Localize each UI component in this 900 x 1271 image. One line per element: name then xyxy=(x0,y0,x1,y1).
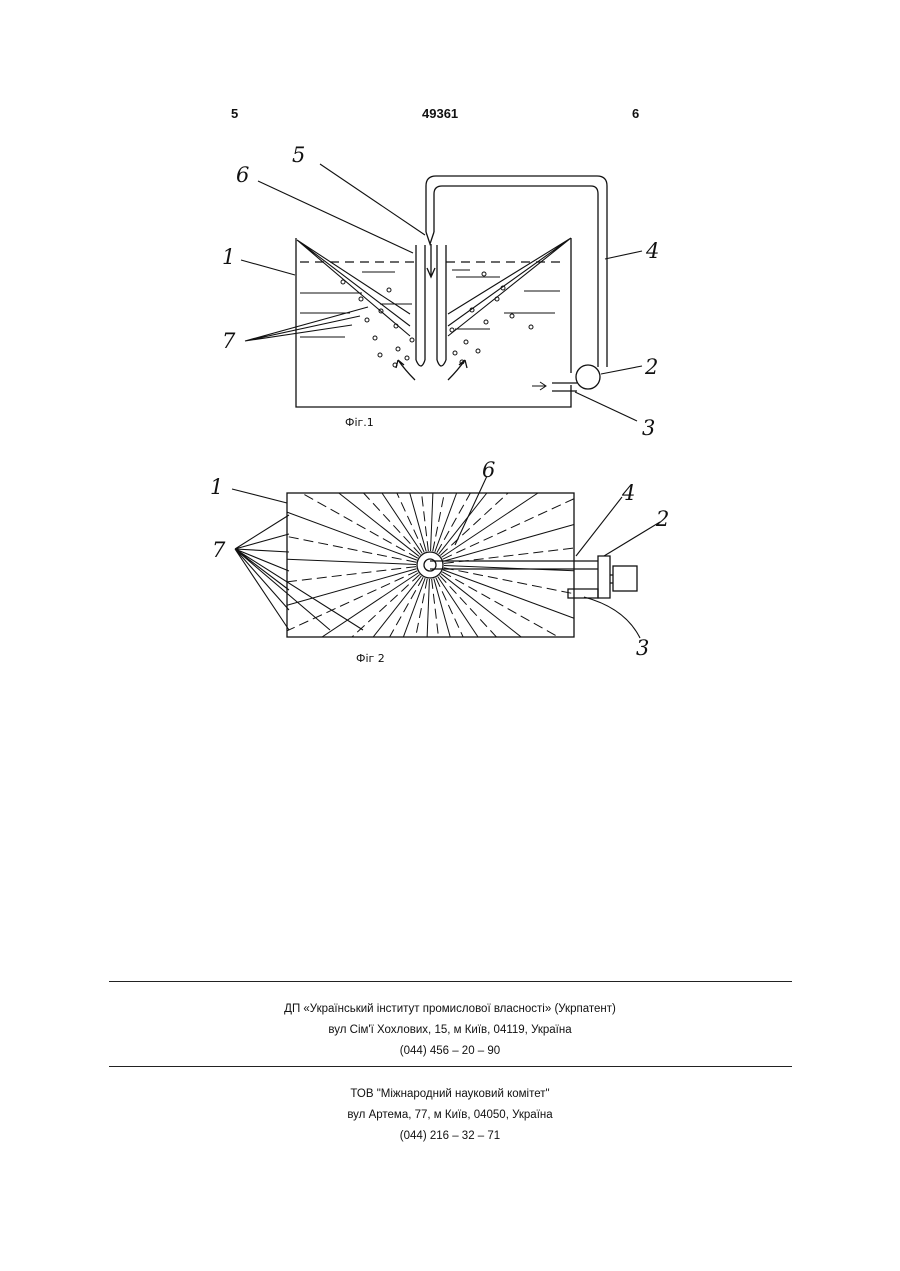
printer-name: ТОВ "Міжнародний науковий комітет" xyxy=(0,1084,900,1105)
fig2-pump-motor xyxy=(613,566,637,591)
fig2-plate-line xyxy=(322,573,418,637)
fig2-plate-line xyxy=(442,572,558,637)
fig2-plate-line xyxy=(444,568,574,594)
fig2-plate-line xyxy=(427,579,429,637)
fig2-plate-line xyxy=(439,493,487,554)
printer-phone: (044) 216 – 32 – 71 xyxy=(0,1126,900,1147)
footer-divider-top xyxy=(109,981,792,982)
fig2-plate-line xyxy=(432,579,439,637)
fig2-leader-lines xyxy=(232,476,660,638)
fig2-inlet xyxy=(568,589,598,598)
fig2-label-7: 7 xyxy=(212,538,226,562)
fig2-label-4: 4 xyxy=(621,481,635,505)
publisher-block: ДП «Український інститут промислової вла… xyxy=(0,999,900,1062)
fig2-plate-line xyxy=(438,577,478,637)
fig2-plate-line xyxy=(382,493,422,553)
fig2-label-2: 2 xyxy=(655,507,669,531)
fig2-plate-line xyxy=(339,493,419,556)
fig2-caption: Фіг 2 xyxy=(356,652,385,665)
fig2-label-3: 3 xyxy=(636,636,649,660)
fig2-plate-line xyxy=(287,512,417,560)
fig2-pipe-4 xyxy=(430,561,598,569)
fig2-plate-line xyxy=(422,493,429,551)
fig2-label-1: 1 xyxy=(210,475,223,499)
fig2-plate-line xyxy=(441,574,521,637)
fig2-central-tube xyxy=(417,552,443,578)
fig2-plate-line xyxy=(442,493,538,557)
fig2-plate-line xyxy=(431,493,433,551)
publisher-name: ДП «Український інститут промислової вла… xyxy=(0,999,900,1020)
fig2-plate-line xyxy=(444,566,574,571)
fig2-plate-line xyxy=(287,559,416,564)
fig2-plate-line xyxy=(287,536,416,562)
footer-divider-bottom xyxy=(109,1066,792,1067)
printer-address: вул Артема, 77, м Київ, 04050, Україна xyxy=(0,1105,900,1126)
fig2-plate-line xyxy=(410,493,426,552)
fig2-pump-housing xyxy=(598,556,610,598)
fig2-plate-line xyxy=(373,576,421,637)
fig2-plate-line xyxy=(302,493,418,558)
publisher-address: вул Сім'ї Хохлових, 15, м Київ, 04119, У… xyxy=(0,1020,900,1041)
fig2-label-6: 6 xyxy=(482,458,495,482)
printer-block: ТОВ "Міжнародний науковий комітет" вул А… xyxy=(0,1084,900,1147)
fig2-plate-line xyxy=(434,578,450,637)
figure-2-drawing: 1 7 6 4 2 3 Фіг 2 xyxy=(0,0,900,700)
publisher-phone: (044) 456 – 20 – 90 xyxy=(0,1041,900,1062)
fig2-plate-line xyxy=(443,570,574,618)
